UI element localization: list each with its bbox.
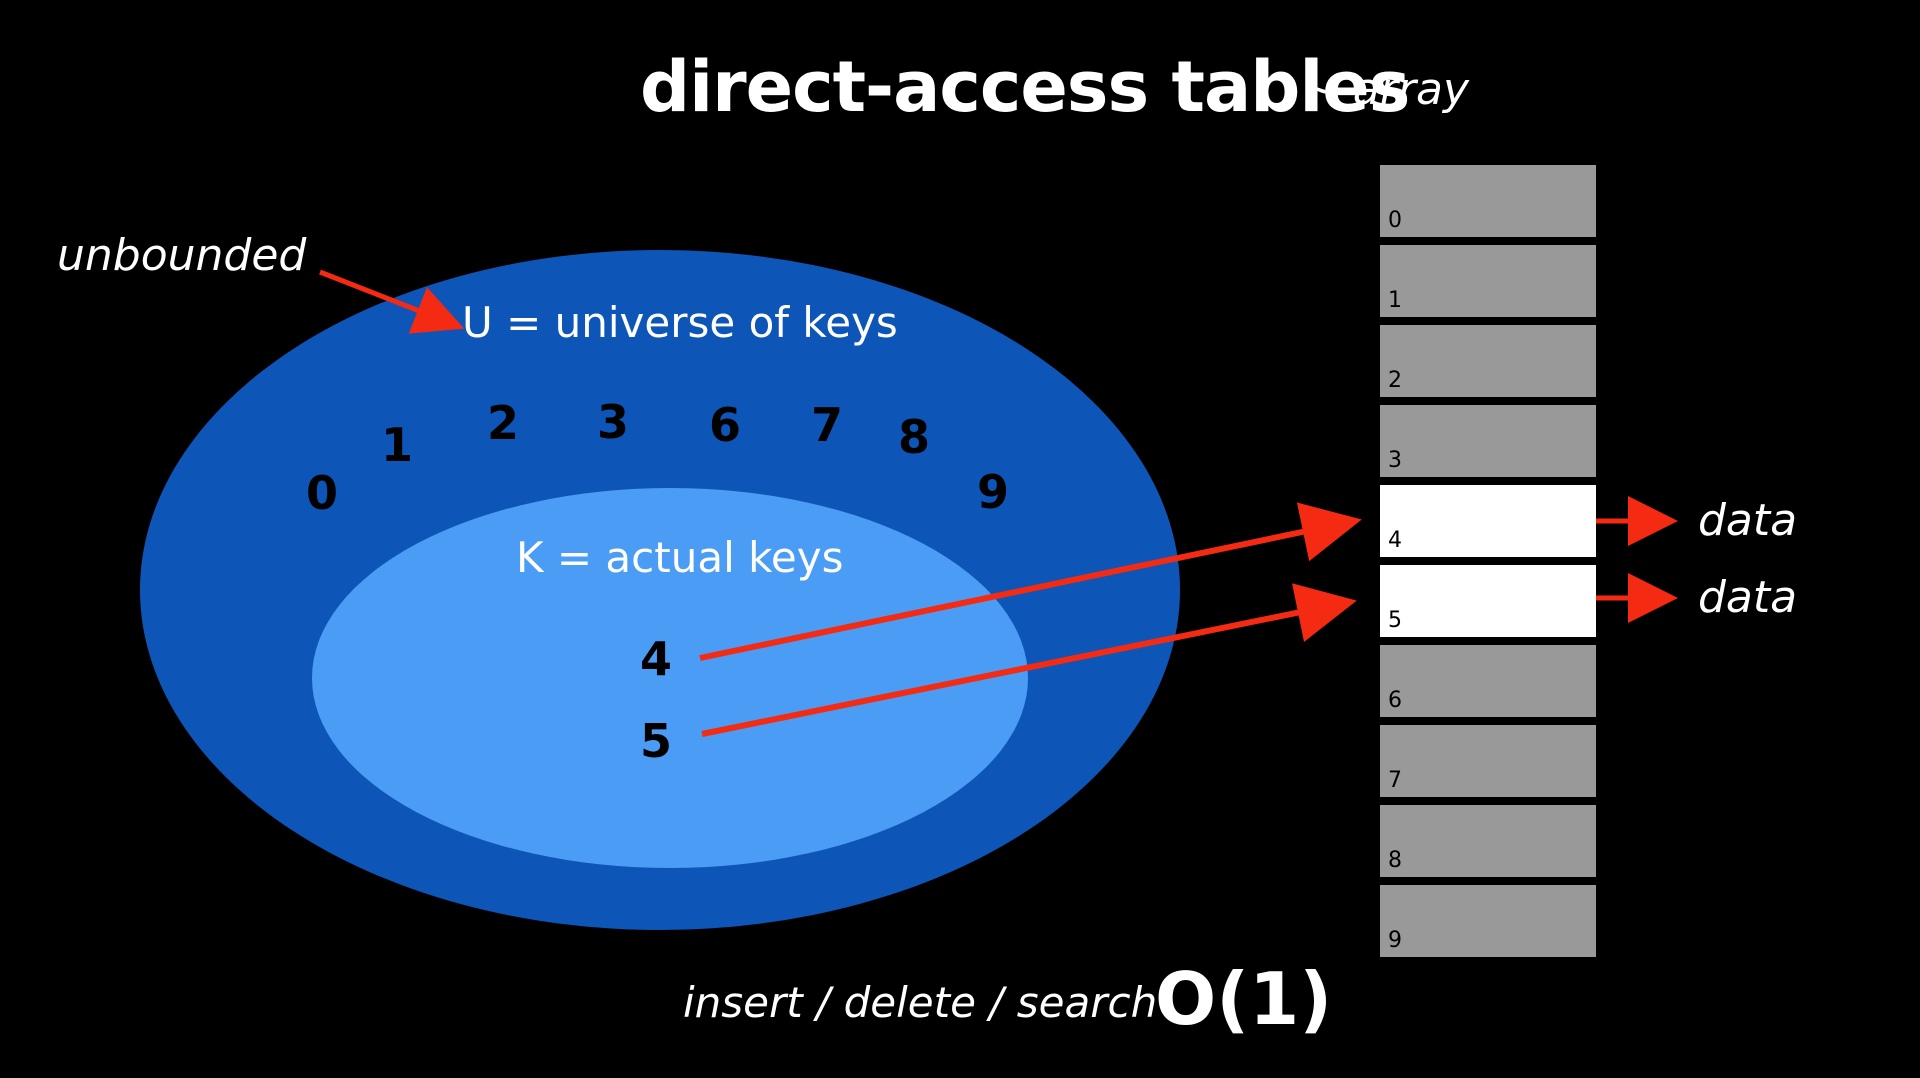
universe-key-6: 6 (709, 398, 742, 452)
universe-key-8: 8 (898, 410, 931, 464)
unbounded-label: unbounded (57, 230, 307, 281)
slide-title: direct-access tables (640, 46, 1410, 128)
array-slot-0: 0 (1380, 165, 1596, 237)
operations-label: insert / delete / search (683, 978, 1158, 1027)
key4-arrow (699, 502, 1362, 661)
universe-key-0: 0 (306, 466, 339, 520)
slot-index: 1 (1388, 288, 1402, 313)
array-slot-8: 8 (1380, 805, 1596, 877)
array-slot-7: 7 (1380, 725, 1596, 797)
universe-key-2: 2 (487, 396, 520, 450)
array-slot-5: 5 (1380, 565, 1596, 637)
slide-subtitle: ~ array (1302, 64, 1469, 115)
slot-index: 3 (1388, 448, 1402, 473)
data-label-slot-5: data (1698, 572, 1798, 623)
array-slot-1: 1 (1380, 245, 1596, 317)
array-slot-9: 9 (1380, 885, 1596, 957)
slot-index: 9 (1388, 928, 1402, 953)
slot-index: 7 (1388, 768, 1402, 793)
slot-index: 2 (1388, 368, 1402, 393)
array-slot-3: 3 (1380, 405, 1596, 477)
slot-index: 0 (1388, 208, 1402, 233)
universe-key-1: 1 (381, 418, 414, 472)
array-slot-6: 6 (1380, 645, 1596, 717)
array-slot-2: 2 (1380, 325, 1596, 397)
direct-access-array: 0 1 2 3 4 5 6 7 8 9 (1380, 165, 1596, 965)
slot-index: 5 (1388, 608, 1402, 633)
universe-key-3: 3 (597, 395, 630, 449)
universe-label: U = universe of keys (462, 298, 898, 347)
key5-arrow (701, 583, 1357, 737)
slot-index: 6 (1388, 688, 1402, 713)
universe-key-9: 9 (977, 465, 1010, 519)
unbounded-arrow (319, 269, 465, 334)
actual-keys-ellipse (312, 488, 1028, 868)
slot-index: 8 (1388, 848, 1402, 873)
universe-key-7: 7 (811, 398, 844, 452)
actual-keys-label: K = actual keys (516, 533, 844, 582)
data-label-slot-4: data (1698, 495, 1798, 546)
actual-key-5: 5 (640, 714, 673, 768)
complexity-label: O(1) (1155, 957, 1333, 1041)
actual-key-4: 4 (640, 632, 673, 686)
array-slot-4: 4 (1380, 485, 1596, 557)
slot-index: 4 (1388, 528, 1402, 553)
